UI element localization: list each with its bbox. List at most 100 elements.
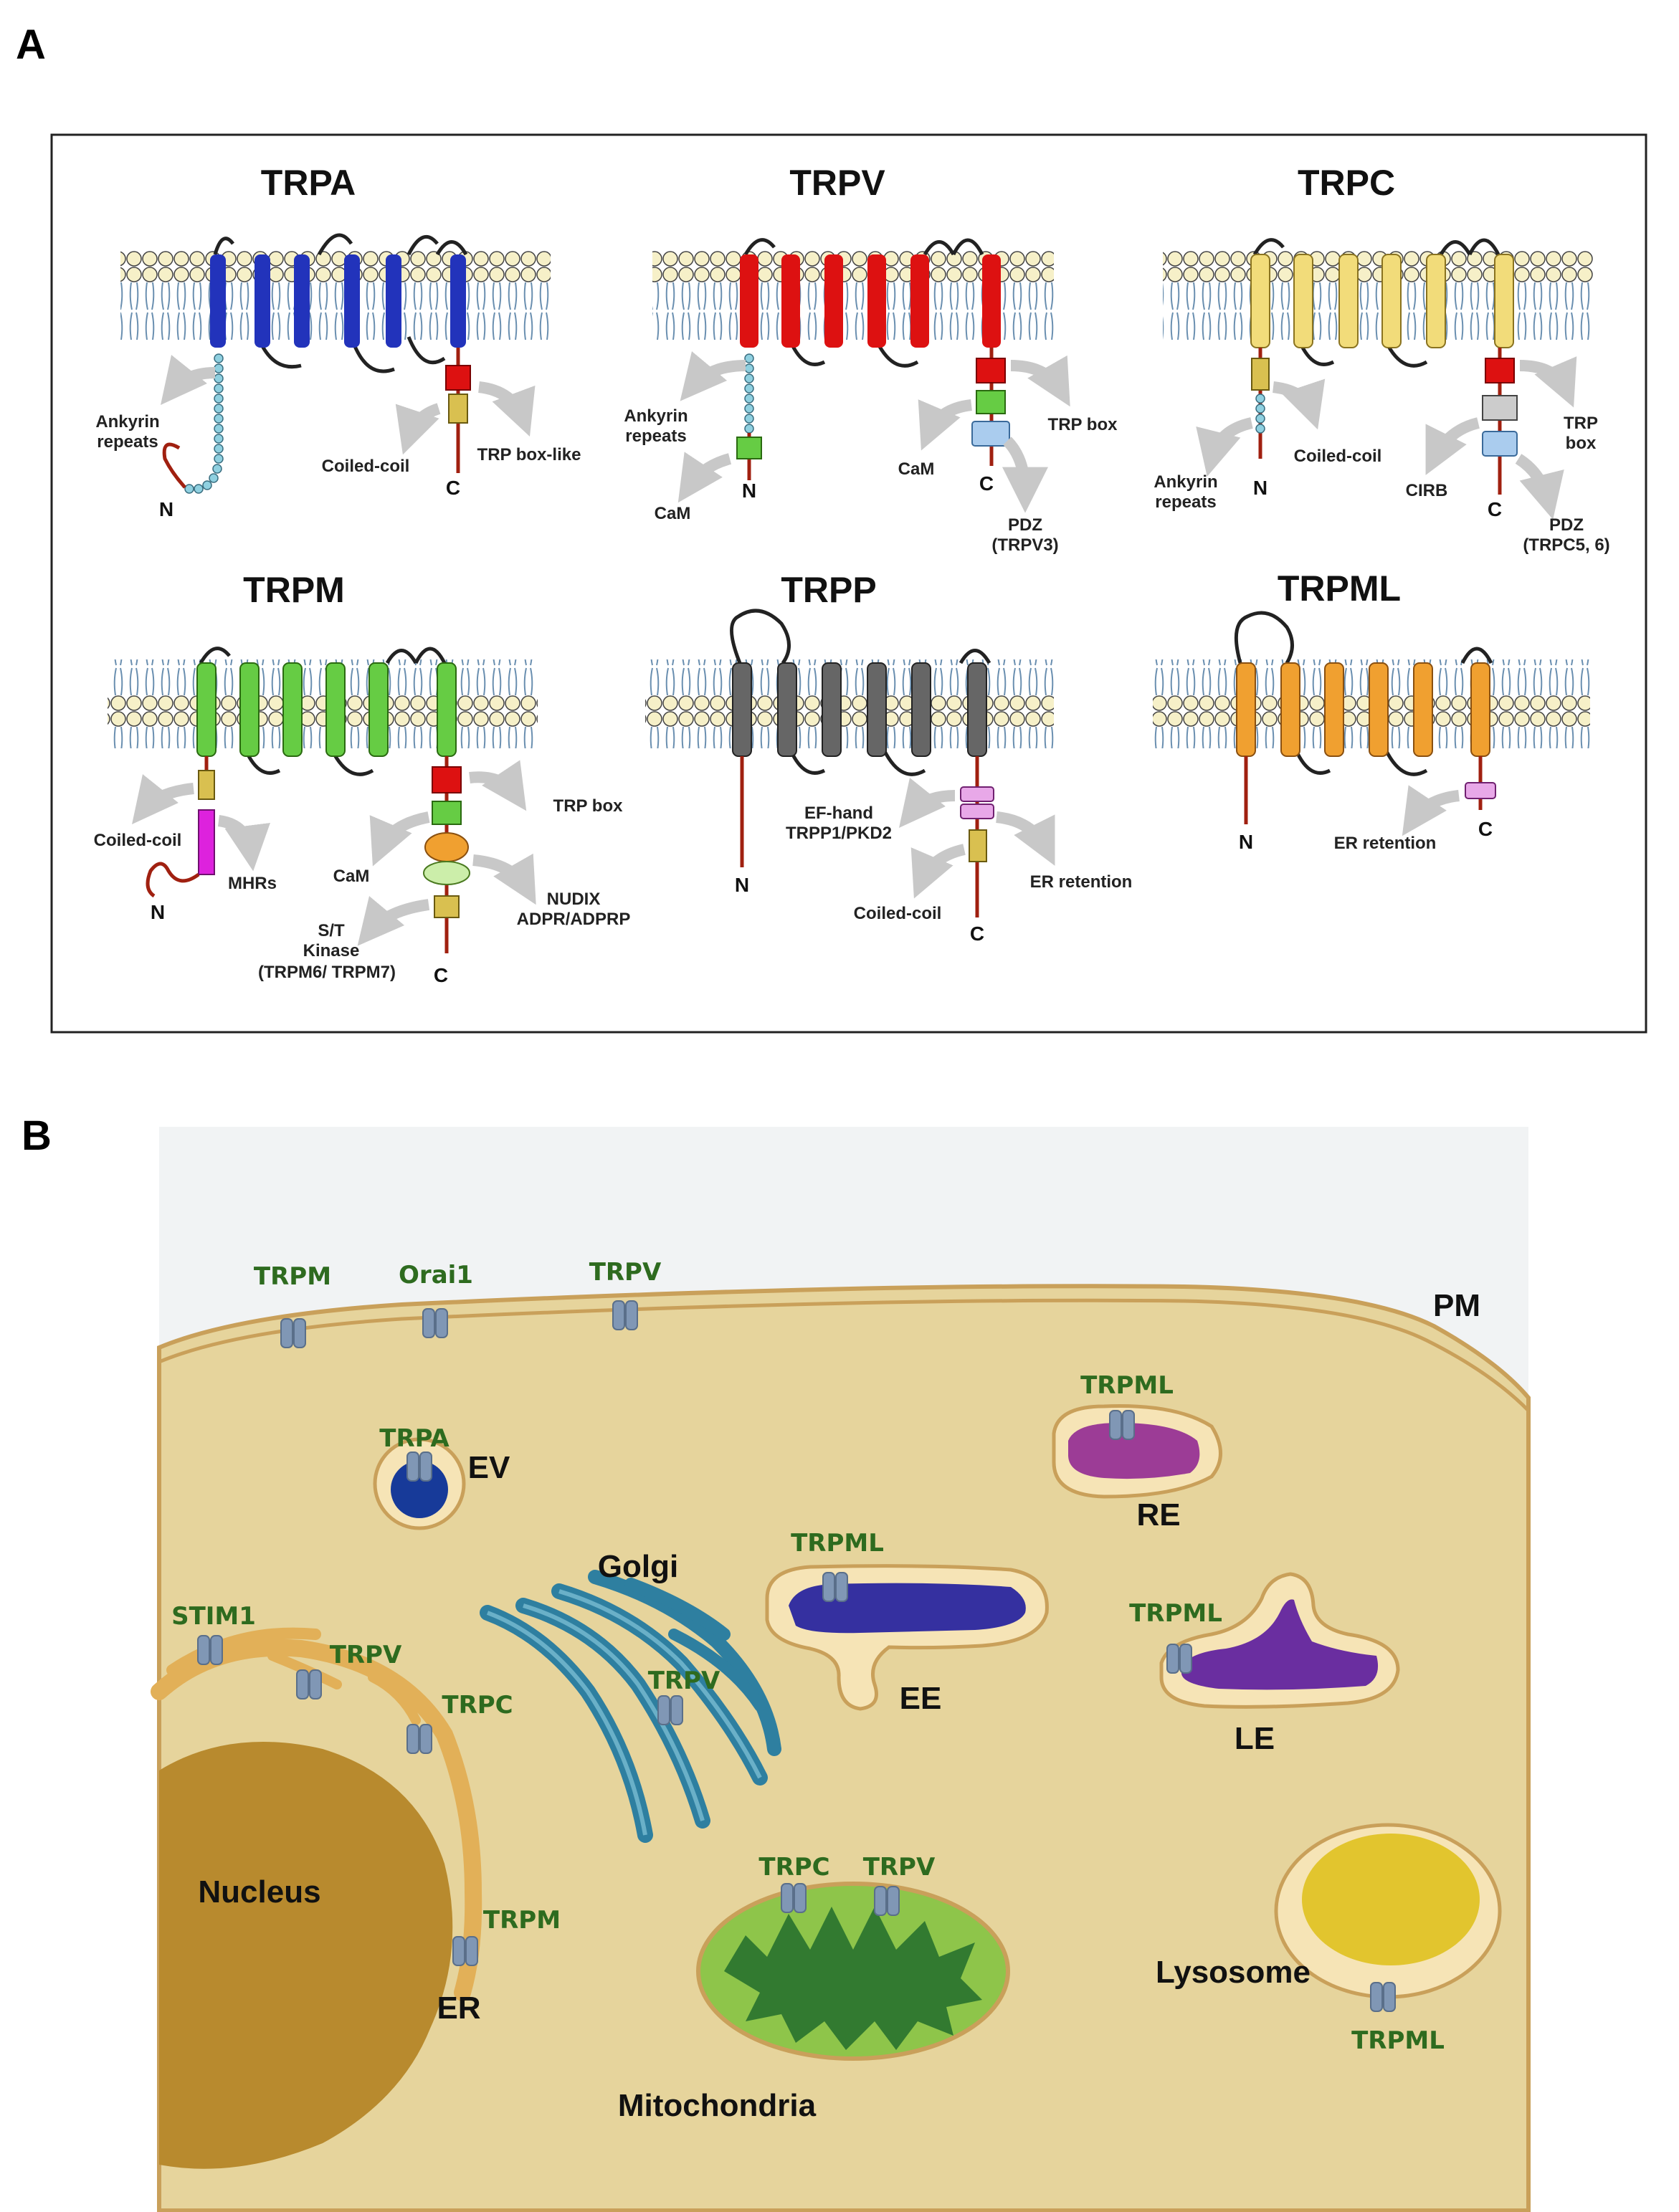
trpml-anno: ER retention [1334,834,1437,853]
pm-channel-orai1 [422,1308,448,1338]
ev-trpa-label: TRPA [379,1424,450,1453]
trpc-c-terminus: C [1488,498,1502,520]
trpc-helix [1250,254,1270,348]
trpm-membrane [108,659,538,748]
trpp-helix [777,662,797,757]
trpc-anno: CIRB [1406,481,1448,500]
trpp-anno: ER retention [1030,872,1133,892]
coiled-coil-domain [198,770,215,800]
panel-a-letter: A [16,22,46,68]
er-channel-trpm [452,1936,478,1966]
golgi-cisterna [558,1589,762,1779]
er-retention-domain [1465,782,1496,799]
trpc-anno: box [1566,434,1597,453]
trpp-helix [867,662,887,757]
trp-box-domain [432,766,462,793]
ef-hand-domain [960,804,994,819]
trpp-title: TRPP [781,570,876,610]
cell-cytoplasm [157,1284,1531,2212]
trpc-helix [1426,254,1446,348]
trpa-c-terminus: C [446,477,460,499]
trpa-title: TRPA [261,163,356,203]
mito-trpc-label: TRPC [758,1853,829,1882]
golgi-trpv-label: TRPV [648,1667,720,1695]
trpc-title: TRPC [1298,163,1395,203]
cirb-domain [1482,395,1518,421]
trp-box-domain [445,365,471,391]
mhr-domain [198,809,215,875]
trpc-membrane [1163,251,1593,340]
panel-b-letter: B [22,1112,52,1159]
trpp-helix [822,662,842,757]
trpml-title: TRPML [1278,568,1401,609]
trpp-helix [967,662,987,757]
trpc-diagram: TRPC Coiled-coil Ankyrin repeats N TRP b… [1154,163,1609,555]
coiled-coil-domain [448,394,468,424]
trpv-diagram: TRPV Ankyrin repeats CaM N TRP box CaM P… [624,163,1118,555]
trpp-n-terminus: N [735,874,749,896]
er-trpv-label: TRPV [330,1641,402,1669]
trpp-anno: EF-hand [804,804,873,823]
cam-domain [976,390,1006,414]
lyso-trpml-label: TRPML [1351,2026,1445,2055]
trpa-helix [294,254,310,348]
er-channel-stim1 [197,1635,223,1665]
er-stim1-label: STIM1 [171,1602,256,1631]
trpc-helix [1293,254,1313,348]
trpa-anno: TRP box-like [477,445,581,464]
er-label: ER [437,1991,480,2026]
trpv-helix [824,254,843,348]
trpm-anno: NUDIX [547,890,601,909]
trpa-helix [255,254,270,348]
re-lumen [1068,1423,1200,1479]
trpm-helix [239,662,260,757]
trpv-helix [781,254,800,348]
pm-channel-trpv [612,1300,638,1330]
trpc-anno: Coiled-coil [1294,447,1382,466]
ee-label: EE [900,1681,942,1716]
lysosome-lumen [1302,1834,1480,1965]
trpa-helix [450,254,466,348]
trpm-anno: (TRPM6/ TRPM7) [258,963,396,982]
trpm-helix [196,662,217,757]
trpm-anno: Coiled-coil [94,831,182,850]
trpc-helix [1338,254,1359,348]
trpv-helix [910,254,929,348]
ef-hand-domain [960,786,994,802]
mito-channel-trpv [874,1886,900,1916]
trpm-anno: S/T [318,921,345,940]
trpv-title: TRPV [789,163,885,203]
le-trpml-label: TRPML [1129,1599,1222,1628]
trpc-anno: TRP [1564,414,1598,433]
trpc-helix [1381,254,1402,348]
pm-trpm-label: TRPM [254,1262,331,1291]
ev-channel-trpa [406,1451,432,1482]
trpv-c-terminus: C [979,472,994,495]
nudix-domain [424,832,469,862]
trpv-helix [867,254,886,348]
ev-lumen [391,1461,448,1518]
trpml-helix [1369,662,1389,757]
trpml-helix [1280,662,1300,757]
lysosome-label: Lysosome [1156,1955,1311,1990]
trpml-helix [1324,662,1344,757]
trpm-anno: ADPR/ADPRP [517,910,631,929]
trpv-helix [982,254,1001,348]
trpa-helix [344,254,360,348]
golgi-cisterna [486,1611,647,1836]
trpv-helix [740,254,758,348]
mito-channel-trpc [781,1883,807,1913]
trpm-helix [437,662,457,757]
trpm-anno: Kinase [303,941,360,960]
ev-label: EV [468,1450,510,1485]
trpm-diagram: TRPM N Coiled-coil MHRs TRP box CaM NUDI… [94,570,631,986]
trpa-membrane [120,251,551,340]
trpc-anno: Ankyrin [1154,472,1217,492]
mito-label: Mitochondria [618,2088,817,2123]
er-channel-trpc [406,1724,432,1754]
pm-label: PM [1433,1288,1480,1323]
trpm-helix [282,662,303,757]
ee-channel-trpml [822,1572,848,1602]
trpc-helix [1494,254,1514,348]
